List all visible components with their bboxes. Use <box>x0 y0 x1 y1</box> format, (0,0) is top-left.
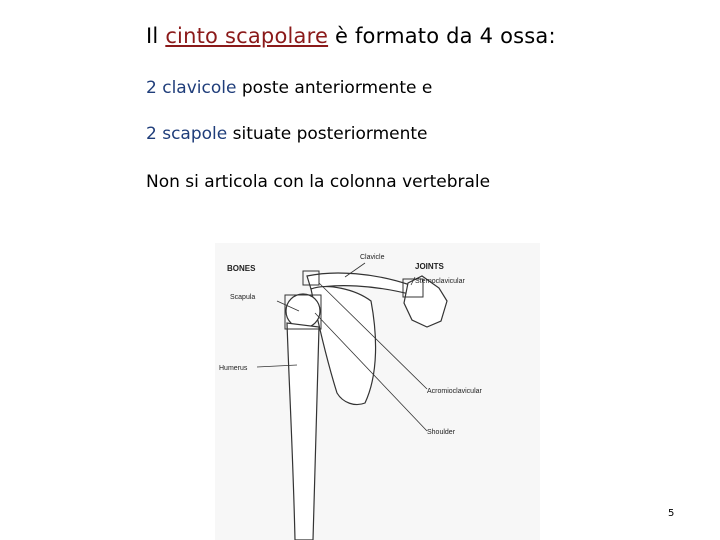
acromioclavicular-joint-box <box>302 270 320 286</box>
humerus-bone <box>286 322 320 540</box>
sternoclavicular-joint-box <box>402 278 424 298</box>
scapole-text: situate posteriormente <box>227 124 428 144</box>
shoulder-girdle-illustration: BONES JOINTS Clavicle Scapula Humerus St… <box>219 254 483 540</box>
scapula-leader <box>276 300 300 312</box>
clavicole-text: poste anteriormente e <box>236 78 433 98</box>
title-highlight: cinto scapolare <box>165 24 329 48</box>
clavicole-term: 2 clavicole <box>146 78 237 98</box>
humerus-leader <box>256 364 298 368</box>
scapula-label: Scapula <box>230 294 255 301</box>
slide-title: Il cinto scapolare è formato da 4 ossa: <box>146 24 556 48</box>
clavicle-label: Clavicle <box>360 254 385 261</box>
shoulder-joint-box <box>284 294 322 330</box>
joints-heading: JOINTS <box>415 262 445 271</box>
humeral-head <box>285 293 321 329</box>
scapula-bone <box>310 286 377 406</box>
text-line-colonna: Non si articola con la colonna vertebral… <box>146 172 490 192</box>
shoulder-leader <box>314 312 428 432</box>
sternoclavicular-label: Sternoclavicular <box>415 278 465 285</box>
title-prefix: Il <box>146 24 166 48</box>
humerus-label: Humerus <box>219 365 248 372</box>
text-line-clavicole: 2 clavicole poste anteriormente e <box>146 78 432 98</box>
text-line-scapole: 2 scapole situate posteriormente <box>146 124 427 144</box>
bones-heading: BONES <box>227 264 256 273</box>
sternoclavicular-leader <box>410 276 416 286</box>
clavicle-leader <box>344 262 366 278</box>
sternum-fragment <box>403 275 448 328</box>
acromioclavicular-label: Acromioclavicular <box>427 388 483 395</box>
acromioclavicular-leader <box>318 282 428 390</box>
scapole-term: 2 scapole <box>146 124 228 144</box>
title-suffix: è formato da 4 ossa: <box>328 24 556 48</box>
page-number: 5 <box>668 508 675 519</box>
shoulder-label: Shoulder <box>427 429 456 436</box>
shoulder-girdle-diagram: BONES JOINTS Clavicle Scapula Humerus St… <box>215 243 540 540</box>
colonna-text: Non si articola con la colonna vertebral… <box>146 172 491 192</box>
